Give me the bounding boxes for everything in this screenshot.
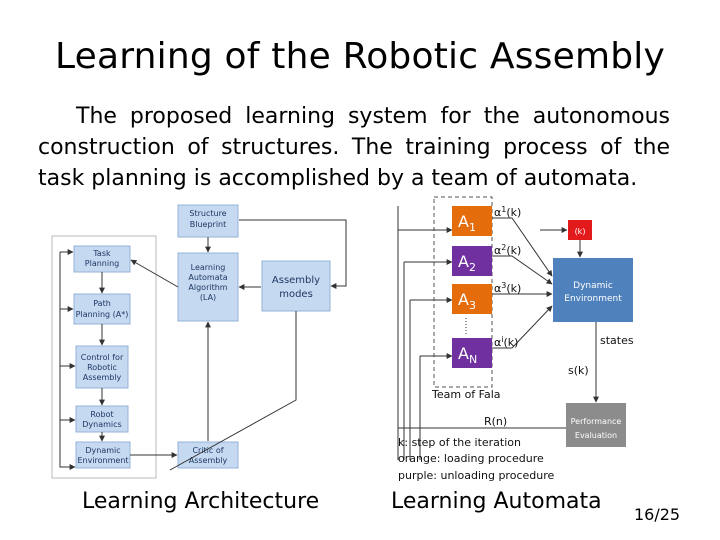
paragraph-line-2: construction of structures. The training…	[38, 135, 670, 160]
task-label-1: Task	[92, 249, 111, 258]
critic-label-2: Assembly	[189, 456, 228, 465]
assembly-modes-box	[261, 260, 331, 312]
control-label-3: Assembly	[83, 373, 122, 382]
path-label-1: Path	[93, 299, 111, 308]
alphan-label: αi(k)	[494, 335, 518, 349]
caption-learning-automata: Learning Automata	[391, 489, 602, 514]
modes-label-2: modes	[279, 289, 313, 300]
an-label: AN	[458, 344, 477, 366]
team-boundary	[433, 196, 493, 388]
dynamic-environment-block	[553, 258, 633, 322]
legend-orange: orange: loading procedure	[398, 452, 544, 465]
arrow-a1-env	[492, 217, 553, 277]
alpha2-label: α2(k)	[494, 243, 521, 257]
paragraph-line-1: The proposed learning system for the aut…	[76, 104, 670, 129]
blueprint-label-2: Blueprint	[190, 220, 227, 229]
perf-label-2: Evaluation	[575, 431, 617, 440]
paragraph-line-3: task planning is accomplished by a team …	[38, 166, 638, 191]
alpha1-label: α1(k)	[494, 205, 521, 219]
a2-label: A2	[458, 252, 476, 274]
blueprint-label-1: Structure	[189, 209, 226, 218]
dyn-env-label-2: Environment	[564, 294, 622, 304]
robot-dynamics-box	[75, 405, 129, 433]
la-label-2: Automata	[188, 273, 227, 282]
k-box	[568, 220, 592, 240]
a1-label: A1	[458, 212, 476, 234]
line-modes-feedback	[169, 311, 297, 471]
critic-label-1: Critic of	[192, 446, 223, 455]
modes-label-1: Assembly	[272, 275, 320, 286]
states-label: states	[600, 334, 634, 347]
a3-label: A3	[458, 290, 476, 312]
task-label-2: Planning	[85, 259, 119, 268]
k-box-label: (k)	[575, 227, 586, 236]
legend-k: k: step of the iteration	[398, 436, 521, 449]
learning-architecture-diagram: Structure Blueprint Task Planning Learni…	[51, 204, 347, 479]
la-algorithm-box	[177, 252, 239, 322]
la-label-3: Algorithm	[188, 283, 227, 292]
slide-title: Learning of the Robotic Assembly	[55, 36, 665, 77]
automaton-a3	[452, 284, 492, 314]
dyn-env-label-1: Dynamic	[573, 281, 613, 291]
arrow-an-env	[492, 305, 553, 349]
legend-purple: purple: unloading procedure	[398, 469, 554, 482]
dynenv-label-1: Dynamic	[85, 446, 120, 455]
robot-label-1: Robot	[90, 410, 113, 419]
la-label-4: (LA)	[200, 293, 216, 302]
team-label: Team of Fala	[431, 388, 501, 401]
slide-paragraph: The proposed learning system for the aut…	[38, 101, 670, 194]
alpha3-label: α3(k)	[494, 281, 521, 295]
critic-box	[177, 441, 239, 469]
arrow-la-task	[130, 259, 179, 288]
control-box	[75, 345, 129, 389]
robot-label-2: Dynamics	[82, 420, 121, 429]
control-label-1: Control for	[81, 353, 124, 362]
sk-label: s(k)	[568, 364, 589, 377]
la-label-1: Learning	[191, 263, 226, 272]
arrow-blueprint-modes	[239, 219, 347, 289]
learning-automata-diagram: A1 A2 A3 AN α1(k) α2(k) α3(k) αi(k) (k) …	[397, 196, 634, 482]
automaton-a1	[452, 206, 492, 236]
automaton-a2	[452, 246, 492, 276]
arrow-left-loop-env	[59, 252, 76, 470]
automaton-an	[452, 338, 492, 368]
page-number: 16/25	[634, 505, 681, 524]
dynenv-label-2: Environment	[77, 456, 128, 465]
rn-label: R(n)	[484, 415, 507, 428]
arrow-a2-env	[492, 255, 553, 285]
caption-learning-architecture: Learning Architecture	[82, 489, 320, 514]
performance-block	[566, 403, 626, 447]
architecture-frame	[51, 235, 157, 479]
control-label-2: Robotic	[87, 363, 117, 372]
perf-label-1: Performance	[571, 417, 622, 426]
path-label-2: Planning (A*)	[76, 310, 129, 319]
